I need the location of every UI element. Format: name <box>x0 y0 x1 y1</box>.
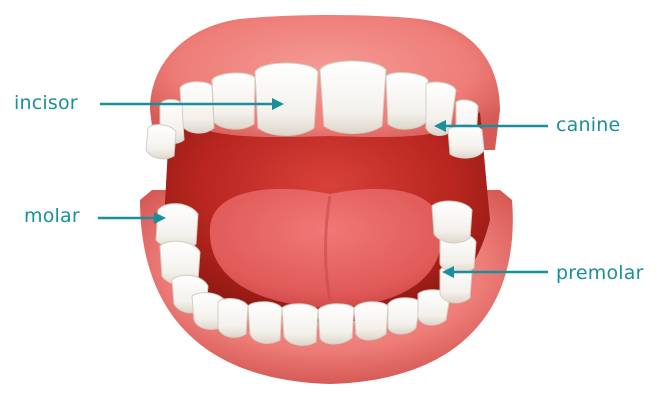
label-incisor: incisor <box>14 94 78 113</box>
label-premolar: premolar <box>556 264 644 283</box>
lower-incisor-1 <box>248 302 282 344</box>
label-canine: canine <box>556 116 620 135</box>
lower-incisor-3 <box>318 304 354 344</box>
lower-molar-right-2 <box>432 201 472 243</box>
lower-incisor-4 <box>354 302 388 340</box>
upper-lateral-right <box>386 73 428 130</box>
molar-arrow <box>98 212 166 224</box>
lower-canine-left <box>218 299 248 338</box>
upper-molar-right <box>448 125 484 158</box>
label-molar: molar <box>24 207 80 226</box>
upper-canine-left <box>180 82 214 133</box>
upper-incisor-right <box>320 61 386 134</box>
upper-molar-left <box>146 125 176 159</box>
lower-incisor-2 <box>282 304 318 346</box>
upper-lateral-left <box>212 73 255 129</box>
upper-incisor-left <box>255 63 318 136</box>
lower-canine-right <box>388 298 420 334</box>
